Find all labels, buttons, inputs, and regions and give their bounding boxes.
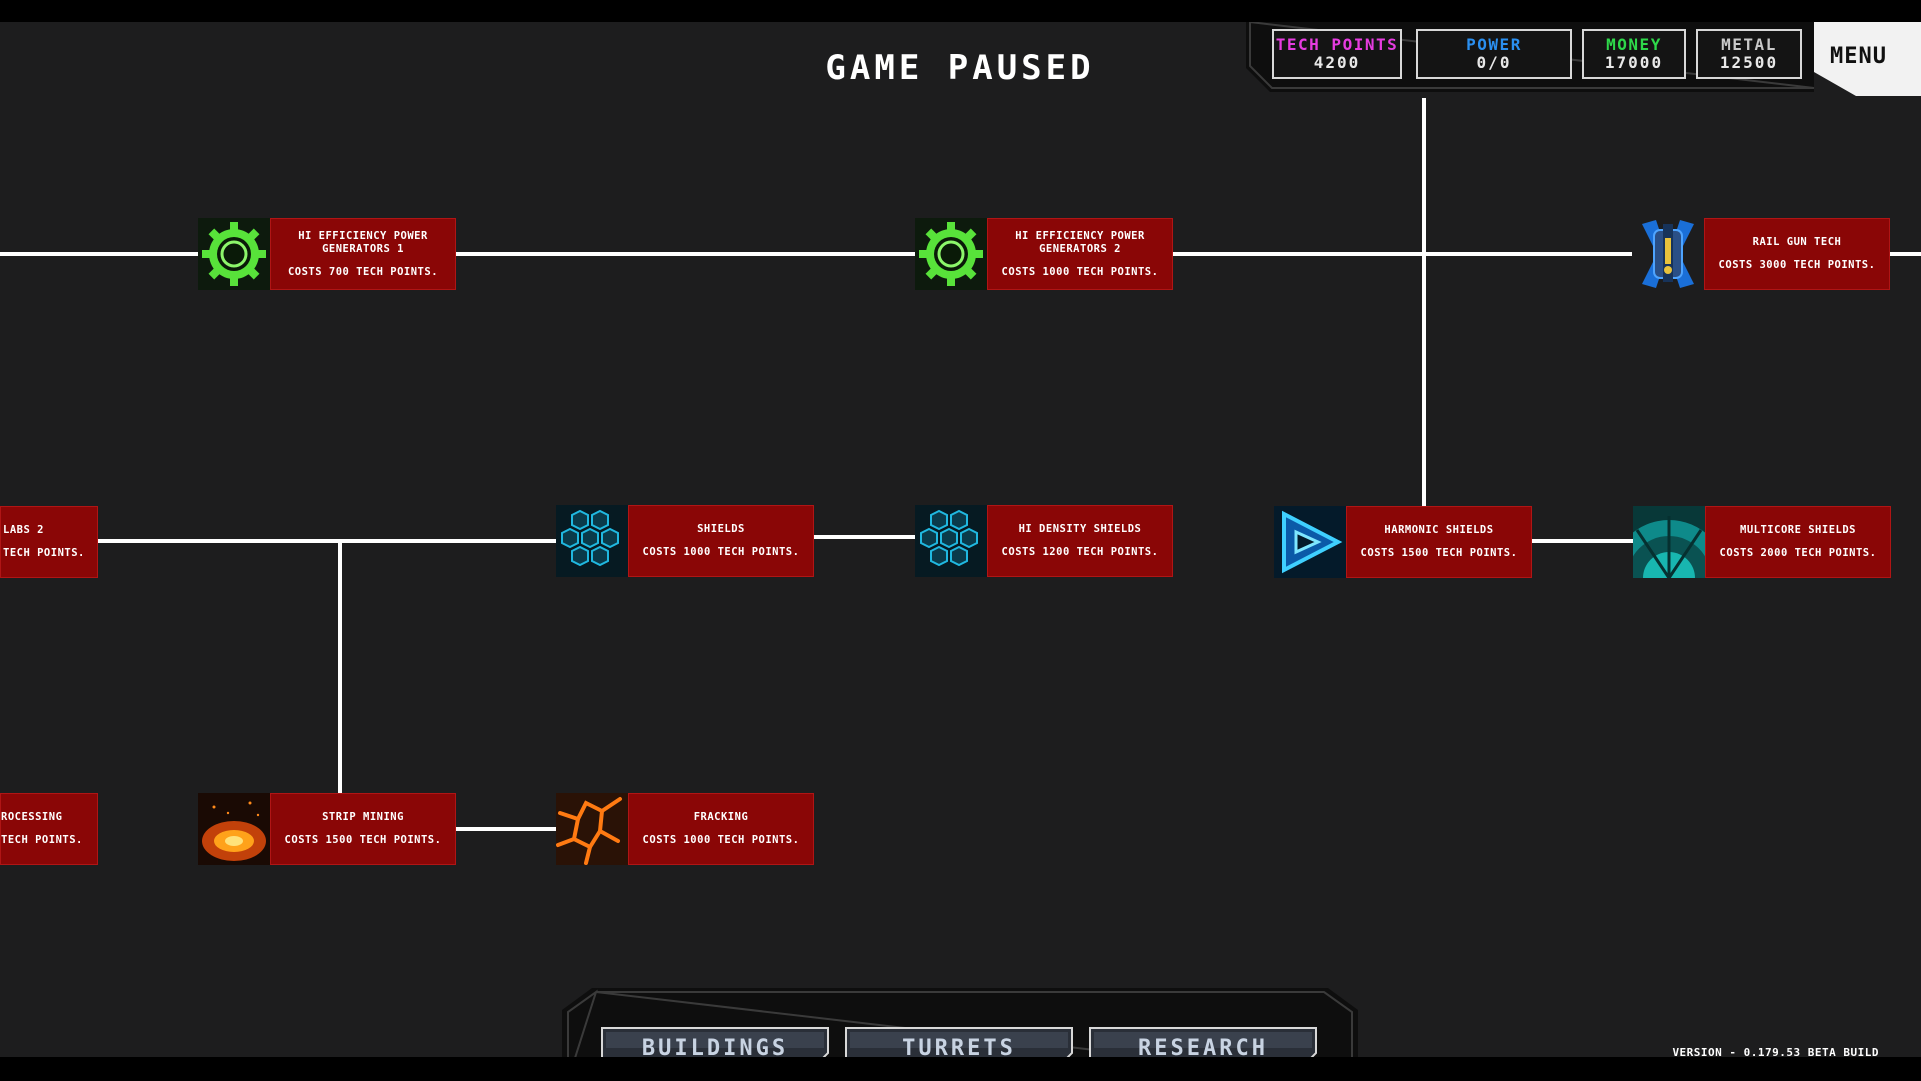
tech-name: HI EFFICIENCY POWER GENERATORS 1	[298, 229, 428, 255]
tab-frame	[1089, 1027, 1317, 1057]
connector-line	[338, 541, 342, 815]
tech-name: HI DENSITY SHIELDS	[1018, 523, 1142, 535]
tech-cost: COSTS 1200 TECH POINTS.	[1001, 546, 1159, 558]
connector-line	[96, 539, 556, 543]
stat-label: POWER	[1466, 35, 1522, 54]
stat-value: 17000	[1604, 53, 1664, 72]
tech-node-fracking[interactable]: FRACKING COSTS 1000 TECH POINTS.	[556, 793, 814, 865]
tech-name: RAIL GUN TECH	[1752, 236, 1842, 248]
tech-card: HI EFFICIENCY POWER GENERATORS 2 COSTS 1…	[987, 218, 1173, 290]
tech-cost: COSTS 1000 TECH POINTS.	[642, 834, 800, 846]
tech-card: HI DENSITY SHIELDS COSTS 1200 TECH POINT…	[987, 505, 1173, 577]
connector-line	[812, 535, 916, 539]
connector-line	[0, 252, 200, 256]
tech-card: MULTICORE SHIELDS COSTS 2000 TECH POINTS…	[1705, 506, 1891, 578]
lava-cracks-icon	[556, 793, 628, 865]
tech-cost: COSTS 3000 TECH POINTS.	[1718, 259, 1876, 271]
tech-card: FRACKING COSTS 1000 TECH POINTS.	[628, 793, 814, 865]
tech-cost: COSTS 1500 TECH POINTS.	[1360, 547, 1518, 559]
tab-buildings[interactable]: BUILDINGS	[601, 1027, 829, 1057]
tech-cost: COSTS 2000 TECH POINTS.	[1719, 547, 1877, 559]
connector-line	[1888, 252, 1921, 256]
tech-node-harmonic-shields[interactable]: HARMONIC SHIELDS COSTS 1500 TECH POINTS.	[1274, 506, 1532, 578]
connector-line	[1530, 539, 1634, 543]
stat-value: 4200	[1313, 53, 1361, 72]
tech-name: ROCESSING	[1, 811, 63, 823]
stat-metal: METAL 12500	[1696, 29, 1802, 79]
tech-node-strip-mining[interactable]: STRIP MINING COSTS 1500 TECH POINTS.	[198, 793, 456, 865]
tech-node-hi-efficiency-power-generators-2[interactable]: HI EFFICIENCY POWER GENERATORS 2 COSTS 1…	[915, 218, 1173, 290]
tech-card: HI EFFICIENCY POWER GENERATORS 1 COSTS 7…	[270, 218, 456, 290]
gear-icon	[198, 218, 270, 290]
tech-node-hi-efficiency-power-generators-1[interactable]: HI EFFICIENCY POWER GENERATORS 1 COSTS 7…	[198, 218, 456, 290]
lava-crater-icon	[198, 793, 270, 865]
tech-cost: TECH POINTS.	[1, 834, 83, 846]
stat-value: 0/0	[1476, 53, 1512, 72]
stat-value: 12500	[1719, 53, 1779, 72]
tech-cost: TECH POINTS.	[3, 547, 85, 559]
tech-node-shields[interactable]: SHIELDS COSTS 1000 TECH POINTS.	[556, 505, 814, 577]
tech-node-multicore-shields[interactable]: MULTICORE SHIELDS COSTS 2000 TECH POINTS…	[1633, 506, 1891, 578]
tech-cost: COSTS 1000 TECH POINTS.	[642, 546, 800, 558]
tab-frame	[601, 1027, 829, 1057]
resource-bar: TECH POINTS 4200 POWER 0/0 MONEY 17000 M…	[1246, 22, 1921, 96]
tech-name: HI EFFICIENCY POWER GENERATORS 2	[1015, 229, 1145, 255]
version-label: VERSION - 0.179.53 BETA BUILD	[1672, 1046, 1879, 1057]
tab-frame	[845, 1027, 1073, 1057]
tab-research[interactable]: RESEARCH	[1089, 1027, 1317, 1057]
tech-tree-screen: HI EFFICIENCY POWER GENERATORS 1 COSTS 7…	[0, 22, 1921, 1057]
tab-label: BUILDINGS	[641, 1035, 789, 1058]
tab-label: RESEARCH	[1138, 1035, 1268, 1058]
connector-line	[454, 827, 558, 831]
menu-button[interactable]	[1814, 22, 1921, 96]
tech-card: ROCESSING TECH POINTS.	[0, 793, 98, 865]
hex-shield-icon	[556, 505, 628, 577]
connector-line	[454, 252, 916, 256]
tech-card: LABS 2 TECH POINTS.	[0, 506, 98, 578]
menu-label[interactable]: MENU	[1830, 44, 1887, 69]
stat-money: MONEY 17000	[1582, 29, 1686, 79]
tech-name: HARMONIC SHIELDS	[1384, 524, 1494, 536]
connector-line	[1422, 98, 1426, 526]
stat-label: MONEY	[1606, 35, 1662, 54]
railgun-icon	[1632, 218, 1704, 290]
tech-name: SHIELDS	[697, 523, 745, 535]
tech-node-hi-density-shields[interactable]: HI DENSITY SHIELDS COSTS 1200 TECH POINT…	[915, 505, 1173, 577]
stat-tech-points: TECH POINTS 4200	[1272, 29, 1402, 79]
tech-cost: COSTS 700 TECH POINTS.	[287, 265, 439, 278]
multicore-shield-icon	[1633, 506, 1705, 578]
page-title: GAME PAUSED	[825, 48, 1095, 88]
tech-card: SHIELDS COSTS 1000 TECH POINTS.	[628, 505, 814, 577]
tech-node-labs-2[interactable]: LABS 2 TECH POINTS.	[0, 506, 98, 578]
tech-name: FRACKING	[693, 811, 749, 823]
tab-turrets[interactable]: TURRETS	[845, 1027, 1073, 1057]
tech-node-rail-gun-tech[interactable]: RAIL GUN TECH COSTS 3000 TECH POINTS.	[1632, 218, 1890, 290]
stat-label: METAL	[1721, 35, 1777, 54]
tech-name: MULTICORE SHIELDS	[1740, 524, 1856, 536]
gear-icon	[915, 218, 987, 290]
tech-name: STRIP MINING	[322, 811, 404, 823]
tech-name: LABS 2	[3, 524, 44, 536]
hex-shield-icon	[915, 505, 987, 577]
tech-node-processing[interactable]: ROCESSING TECH POINTS.	[0, 793, 98, 865]
tab-label: TURRETS	[902, 1035, 1016, 1058]
connector-line	[1172, 252, 1636, 256]
tech-card: STRIP MINING COSTS 1500 TECH POINTS.	[270, 793, 456, 865]
stat-label: TECH POINTS	[1275, 35, 1399, 54]
tech-cost: COSTS 1500 TECH POINTS.	[284, 834, 442, 846]
tech-card: HARMONIC SHIELDS COSTS 1500 TECH POINTS.	[1346, 506, 1532, 578]
tech-cost: COSTS 1000 TECH POINTS.	[1001, 265, 1159, 278]
tech-card: RAIL GUN TECH COSTS 3000 TECH POINTS.	[1704, 218, 1890, 290]
stat-power: POWER 0/0	[1416, 29, 1572, 79]
triangle-shield-icon	[1274, 506, 1346, 578]
